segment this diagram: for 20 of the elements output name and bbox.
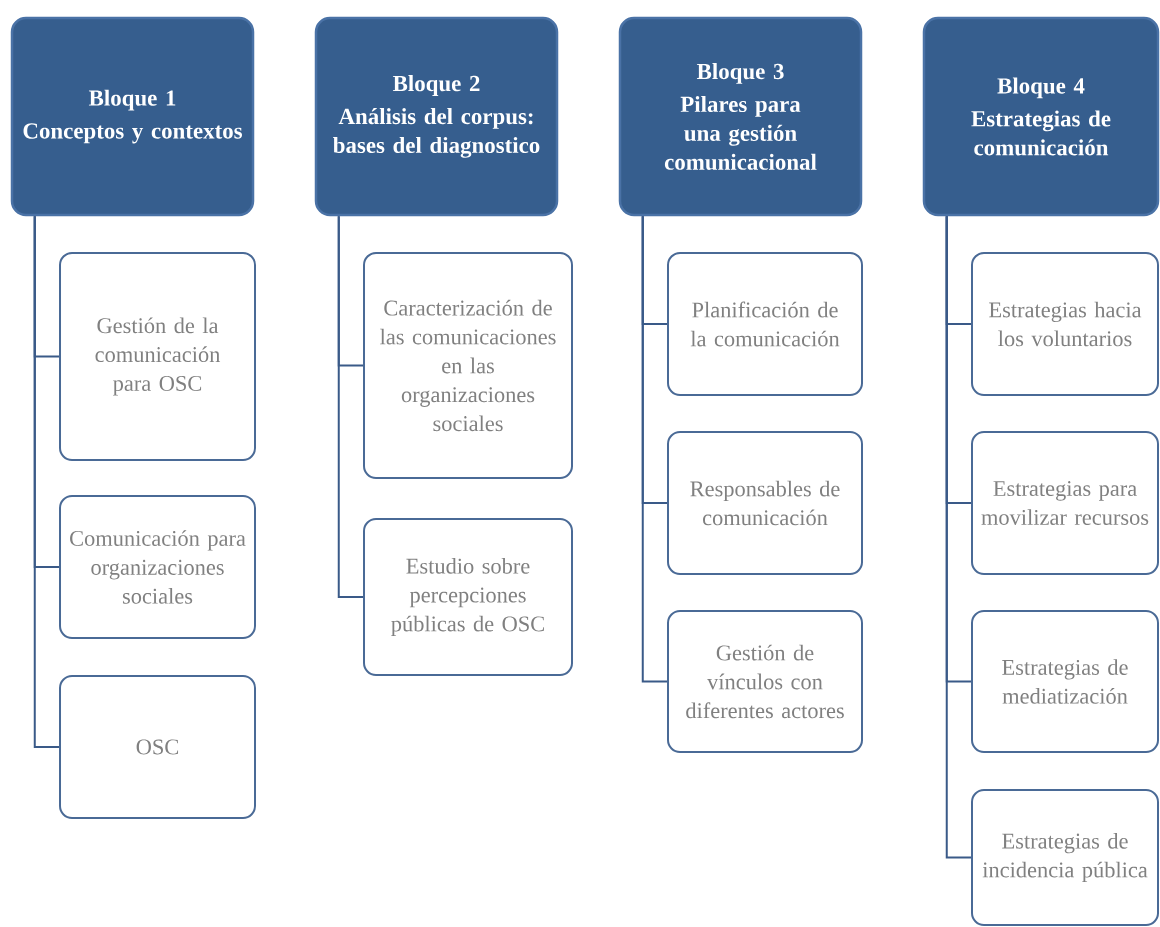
topic-box: Gestión de la comunicación para OSC — [59, 252, 256, 461]
header-box: Bloque 2 Análisis del corpus: bases del diagnostico — [314, 16, 559, 217]
header-box: Bloque 1 Conceptos y contextos — [10, 16, 255, 217]
topic-box: Gestión de vínculos con diferentes actores — [667, 610, 863, 753]
connector-line — [337, 215, 364, 598]
connector-line — [945, 215, 972, 859]
topic-box: Estrategias de mediatización — [971, 610, 1159, 753]
topic-box: Estrategias para movilizar recursos — [971, 431, 1159, 575]
topic-box: Estrategias de incidencia pública — [971, 789, 1159, 926]
connector-line — [641, 215, 668, 683]
topic-box: Comunicación para organizaciones sociales — [59, 495, 256, 639]
topic-box: Planificación de la comunicación — [667, 252, 863, 396]
topic-box: Estudio sobre percepciones públicas de OSC — [363, 518, 573, 676]
topic-box: Estrategias hacia los voluntarios — [971, 252, 1159, 396]
topic-box: OSC — [59, 675, 256, 819]
topic-box: Caracterización de las comunicaciones en las organizaciones sociales — [363, 252, 573, 479]
header-box: Bloque 3 Pilares para una gestión comunicacional — [618, 16, 863, 217]
header-box: Bloque 4 Estrategias de comunicación — [922, 16, 1160, 217]
connector-line — [33, 215, 60, 748]
topic-box: Responsables de comunicación — [667, 431, 863, 575]
